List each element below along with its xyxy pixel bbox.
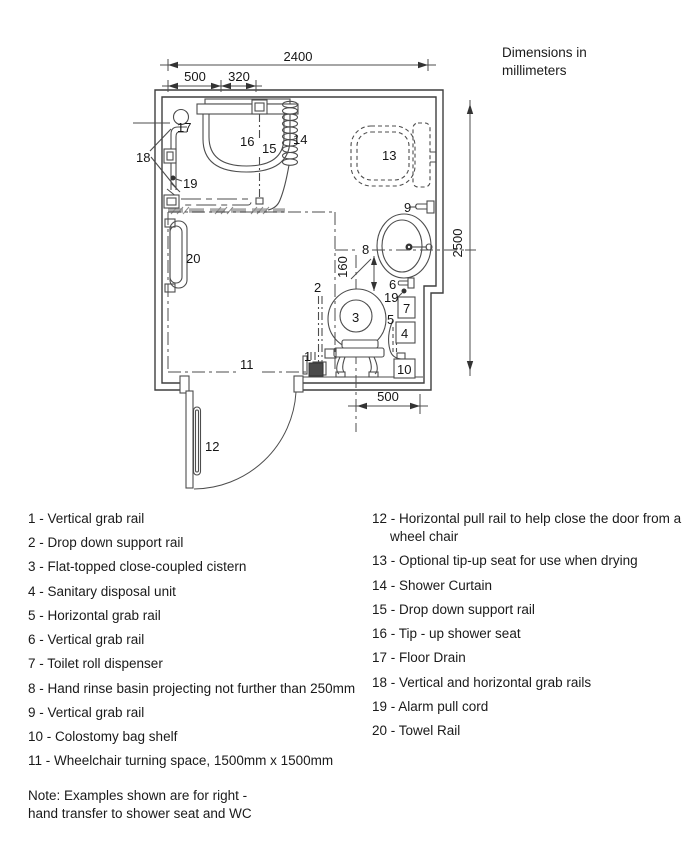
legend-item-2: 2 - Drop down support rail [28,535,184,551]
callout-13: 13 [382,148,396,163]
callout-1: 1 [304,349,311,364]
hand-rinse-basin [376,213,433,279]
dim-160-label: 160 [335,256,350,278]
grab-rail-1 [302,352,324,377]
towel-rail [164,218,188,293]
plan-callouts: 1 2 3 4 5 6 7 8 9 10 11 12 13 14 15 16 1… [136,120,411,454]
dim-160: 160 [335,256,377,291]
legend-right-column: 12 - Horizontal pull rail to help close … [372,510,686,746]
legend-item-15: 15 - Drop down support rail [372,601,535,617]
colostomy-bag-shelf [393,358,416,379]
legend-item-11: 11 - Wheelchair turning space, 1500mm x … [28,753,334,769]
callout-3: 3 [352,310,359,325]
shower-threshold-hatch [168,206,285,215]
callout-5: 5 [387,312,394,327]
toilet-roll-dispenser [397,296,416,319]
callout-10: 10 [397,362,411,377]
legend-item-3: 3 - Flat-topped close-coupled cistern [28,559,247,575]
legend-item-12: 12 - Horizontal pull rail to help close … [372,511,682,545]
units-line2: millimeters [502,62,567,78]
dim-500-bottom: 500 [348,389,428,414]
legend-item-17: 17 - Floor Drain [372,650,466,666]
legend-item-1: 1 - Vertical grab rail [28,511,145,526]
callout-18: 18 [136,150,150,165]
dim-2500-label: 2500 [450,229,465,258]
drop-down-rail-15 [251,99,268,205]
note-line1: Note: Examples shown are for right - [28,788,248,803]
legend-left-column: 1 - Vertical grab rail 2 - Drop down sup… [28,510,368,776]
room-walls [154,89,444,394]
sanitary-disposal-unit [387,319,416,360]
door-leaf [185,390,194,489]
callout-17: 17 [177,120,191,135]
dim-500-label: 500 [184,69,206,84]
legend-item-10: 10 - Colostomy bag shelf [28,728,178,744]
callout-15: 15 [262,141,276,156]
legend-item-5: 5 - Horizontal grab rail [28,607,161,623]
grab-rail-6 [397,277,415,289]
units-line1: Dimensions in [502,45,587,60]
dim-2400-label: 2400 [284,49,313,64]
callout-11: 11 [240,357,254,372]
dim-2400: 2400 [160,49,436,71]
dim-320-label: 320 [228,69,250,84]
callout-6: 6 [389,277,396,292]
toilet [324,288,387,378]
note-line2: hand transfer to shower seat and WC [28,806,252,822]
legend-item-13: 13 - Optional tip-up seat for use when d… [372,553,638,569]
callout-19a: 19 [183,176,197,191]
callout-4: 4 [401,326,408,341]
shower-curtain [267,100,299,211]
legend-item-14: 14 - Shower Curtain [372,577,493,593]
callout-2: 2 [314,280,321,295]
door [185,390,297,490]
note: Note: Examples shown are for right - han… [28,787,252,823]
floor-plan-svg: 2400 500 320 2500 160 500 1 2 3 4 5 [133,49,476,490]
callout-19b: 19 [384,290,398,305]
legend-item-16: 16 - Tip - up shower seat [372,626,521,642]
callout-7: 7 [403,301,410,316]
horizontal-grab-rail-18 [163,194,252,209]
callout-8: 8 [362,242,369,257]
legend-item-20: 20 - Towel Rail [372,722,461,738]
grab-rails-18 [133,122,187,190]
legend-item-9: 9 - Vertical grab rail [28,704,145,720]
alarm-cord-19b [397,288,407,298]
door-jamb-left [179,375,190,394]
turning-space [167,211,336,373]
door-pull-rail [192,406,202,476]
door-swing-arc [193,391,297,490]
legend-item-18: 18 - Vertical and horizontal grab rails [372,674,592,690]
callout-12: 12 [205,439,219,454]
dim-500-320: 500 320 [162,69,262,92]
floor-drain [172,108,190,126]
units-note: Dimensions in millimeters [502,44,587,79]
legend-item-8: 8 - Hand rinse basin projecting not furt… [28,680,356,696]
legend-item-6: 6 - Vertical grab rail [28,632,145,648]
door-jamb-right [293,375,304,393]
callout-14: 14 [293,132,307,147]
grab-rail-9 [410,200,435,214]
legend-item-19: 19 - Alarm pull cord [372,698,489,714]
legend-item-7: 7 - Toilet roll dispenser [28,656,163,672]
callout-9: 9 [404,200,411,215]
dim-500b-label: 500 [377,389,399,404]
legend-item-4: 4 - Sanitary disposal unit [28,583,176,599]
tip-up-seat-13 [350,122,436,188]
callout-16: 16 [240,134,254,149]
callout-20: 20 [186,251,200,266]
dim-2500: 2500 [450,100,476,376]
